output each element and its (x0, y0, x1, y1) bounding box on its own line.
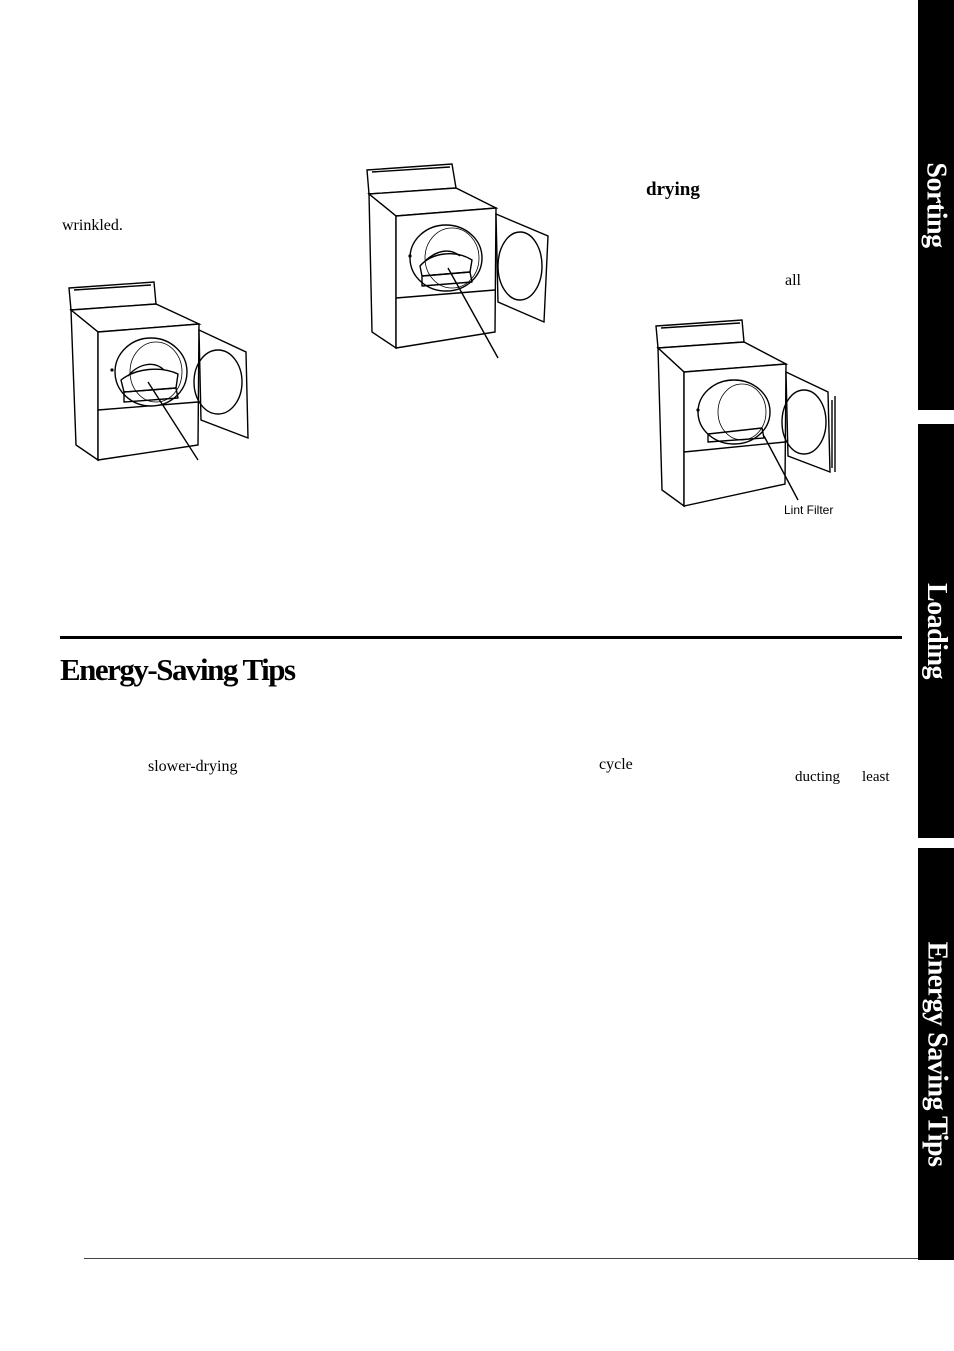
tab-sorting-label: Sorting (921, 162, 952, 248)
tab-energy-saving-tips[interactable]: Energy Saving Tips (918, 848, 954, 1260)
dryer-open-door-icon (655, 319, 836, 508)
section-heading: Energy-Saving Tips (60, 652, 296, 687)
dryer-open-door-icon (68, 281, 249, 462)
text-least: least (862, 769, 890, 785)
text-cycle: cycle (599, 756, 633, 773)
dryer-open-door-icon (366, 163, 549, 359)
text-wrinkled: wrinkled. (62, 217, 123, 234)
tab-sorting[interactable]: Sorting (918, 0, 954, 410)
tab-loading-label: Loading (921, 582, 953, 680)
text-drying: drying (646, 179, 700, 200)
text-slower-drying: slower-drying (148, 758, 238, 775)
text-ducting: ducting (795, 769, 840, 785)
text-all: all (785, 272, 801, 289)
tab-energy-saving-tips-label: Energy Saving Tips (921, 941, 953, 1167)
footer-rule (84, 1258, 920, 1259)
section-rule (60, 636, 902, 639)
tab-loading[interactable]: Loading (918, 424, 954, 838)
lint-filter-label: Lint Filter (784, 503, 834, 517)
